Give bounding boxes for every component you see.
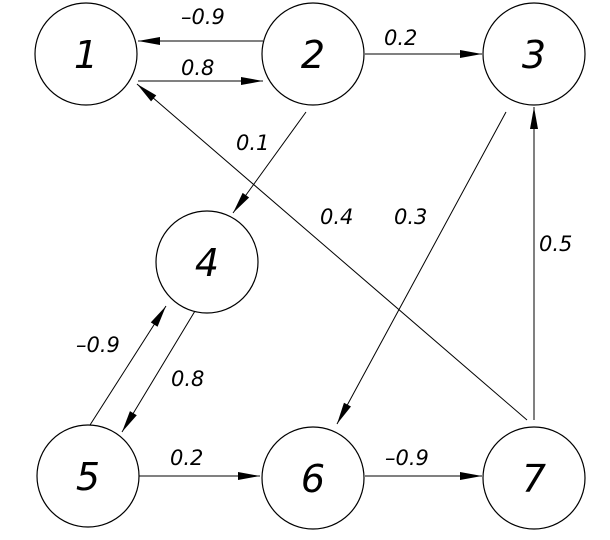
node-circle bbox=[482, 426, 586, 530]
arrowhead bbox=[460, 472, 482, 480]
edge-line bbox=[136, 83, 528, 421]
edge-weight-label-2-to-3: 0.2 bbox=[384, 26, 417, 50]
edge-7-to-3 bbox=[530, 107, 538, 420]
edge-weight-label-7-to-3: 0.5 bbox=[539, 232, 572, 256]
arrowhead bbox=[233, 192, 250, 213]
node-label: 7 bbox=[522, 457, 546, 501]
edge-labels-layer: –0.9 0.8 0.2 0.1 0.4 0.3 0.5 –0.9 0.8 0.2 –0.9 bbox=[76, 5, 572, 470]
edge-7-to-1 bbox=[136, 83, 528, 421]
node-5: 5 bbox=[36, 424, 140, 528]
node-circle bbox=[261, 426, 365, 530]
edges-layer bbox=[89, 37, 538, 480]
node-circle bbox=[36, 424, 140, 528]
edge-weight-label-2-to-4: 0.1 bbox=[236, 131, 269, 155]
node-label: 2 bbox=[301, 33, 325, 77]
node-circle bbox=[34, 2, 138, 106]
edge-4-to-5 bbox=[121, 310, 196, 433]
node-label: 3 bbox=[522, 33, 546, 77]
node-2: 2 bbox=[261, 2, 365, 106]
edge-5-to-4 bbox=[89, 305, 167, 426]
nodes-layer: 1 2 3 4 5 6 7 bbox=[34, 2, 586, 530]
node-circle bbox=[261, 2, 365, 106]
node-7: 7 bbox=[482, 426, 586, 530]
node-label: 5 bbox=[76, 455, 100, 499]
edge-1-to-2 bbox=[138, 77, 263, 85]
edge-line bbox=[336, 111, 507, 425]
edge-weight-label-6-to-7: –0.9 bbox=[385, 446, 429, 470]
edge-weight-label-7-to-1: 0.4 bbox=[320, 205, 353, 229]
node-circle bbox=[482, 2, 586, 106]
arrowhead bbox=[238, 472, 260, 480]
node-label: 4 bbox=[195, 241, 219, 285]
edge-weight-label-5-to-4: –0.9 bbox=[76, 333, 120, 357]
arrowhead bbox=[122, 411, 137, 432]
edge-2-to-4 bbox=[232, 111, 307, 214]
edge-weight-label-2-to-1: –0.9 bbox=[181, 5, 225, 29]
node-label: 1 bbox=[74, 33, 98, 77]
edge-line bbox=[89, 305, 167, 426]
edge-weight-label-4-to-5: 0.8 bbox=[171, 367, 204, 391]
node-4: 4 bbox=[155, 210, 259, 314]
edge-line bbox=[121, 310, 196, 433]
edge-5-to-6 bbox=[139, 472, 260, 480]
node-3: 3 bbox=[482, 2, 586, 106]
node-label: 6 bbox=[301, 457, 325, 501]
edge-2-to-3 bbox=[365, 50, 482, 58]
arrowhead bbox=[150, 306, 166, 327]
arrowhead bbox=[530, 107, 538, 129]
edge-2-to-1 bbox=[138, 37, 263, 45]
arrowhead bbox=[137, 84, 157, 102]
edge-6-to-7 bbox=[365, 472, 482, 480]
edge-weight-label-1-to-2: 0.8 bbox=[181, 56, 214, 80]
node-circle bbox=[155, 210, 259, 314]
edge-weight-label-3-to-6: 0.3 bbox=[394, 205, 427, 229]
arrowhead bbox=[337, 402, 351, 424]
node-1: 1 bbox=[34, 2, 138, 106]
edge-3-to-6 bbox=[336, 111, 507, 425]
node-6: 6 bbox=[261, 426, 365, 530]
edge-weight-label-5-to-6: 0.2 bbox=[170, 446, 203, 470]
arrowhead bbox=[241, 77, 263, 85]
arrowhead bbox=[138, 37, 160, 45]
arrowhead bbox=[460, 50, 482, 58]
